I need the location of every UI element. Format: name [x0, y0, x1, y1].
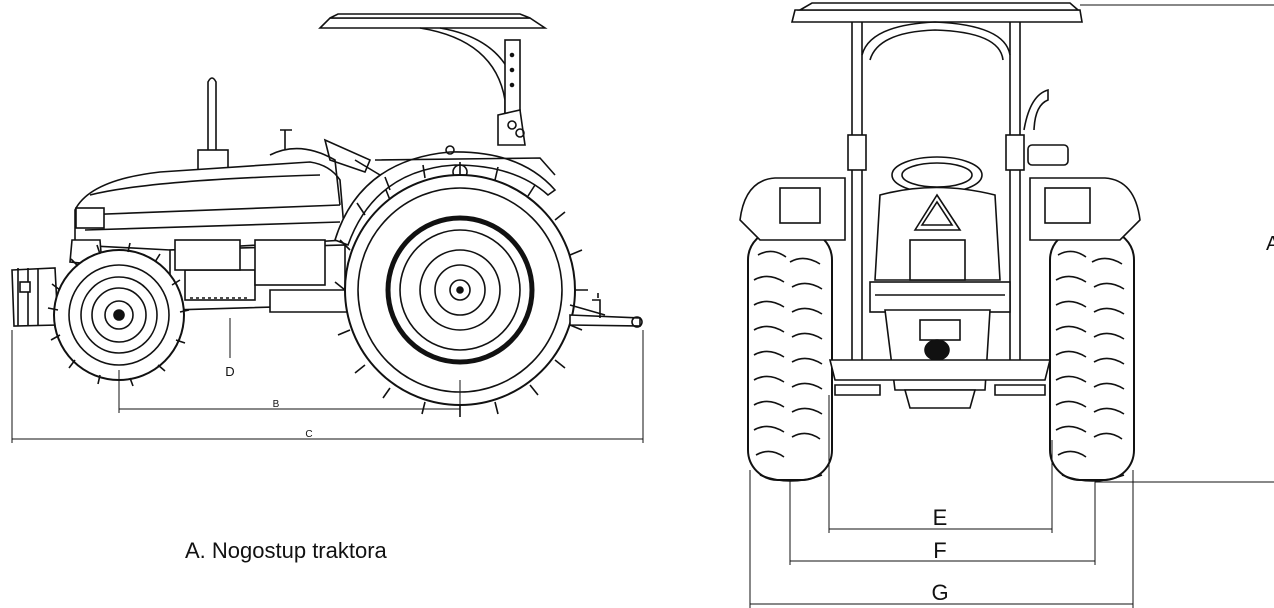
dimension-label-c: C [305, 429, 312, 440]
side-canopy [318, 13, 548, 146]
figure-caption: A. Nogostup traktora [185, 538, 387, 563]
tractor-rear-view [739, 2, 1141, 482]
dimension-label-b: B [273, 399, 280, 410]
rear-hitch [828, 309, 1052, 409]
drawbar [569, 293, 643, 328]
dimension-label-d: D [225, 364, 234, 379]
chassis-frame [169, 239, 351, 313]
dimension-label-a: A [1266, 233, 1274, 255]
rear-canopy [790, 2, 1083, 370]
rear-view-body [869, 156, 1011, 313]
rear-view-fenders [739, 177, 1141, 241]
dimension-label-f: F [933, 538, 946, 563]
side-dimension-lines [11, 318, 644, 443]
rear-view-right-tire [1049, 229, 1135, 482]
engine-hood [69, 161, 346, 266]
rear-fender [334, 145, 557, 247]
rear-wheel [334, 162, 588, 417]
rear-view-left-tire [747, 229, 833, 482]
rear-dimension-lines [749, 4, 1274, 608]
tractor-side-view [11, 13, 643, 417]
front-weights [11, 267, 59, 327]
exhaust-stack [197, 77, 229, 181]
dimension-label-e: E [933, 505, 948, 530]
dimension-label-g: G [931, 580, 948, 605]
front-wheel [47, 242, 190, 387]
